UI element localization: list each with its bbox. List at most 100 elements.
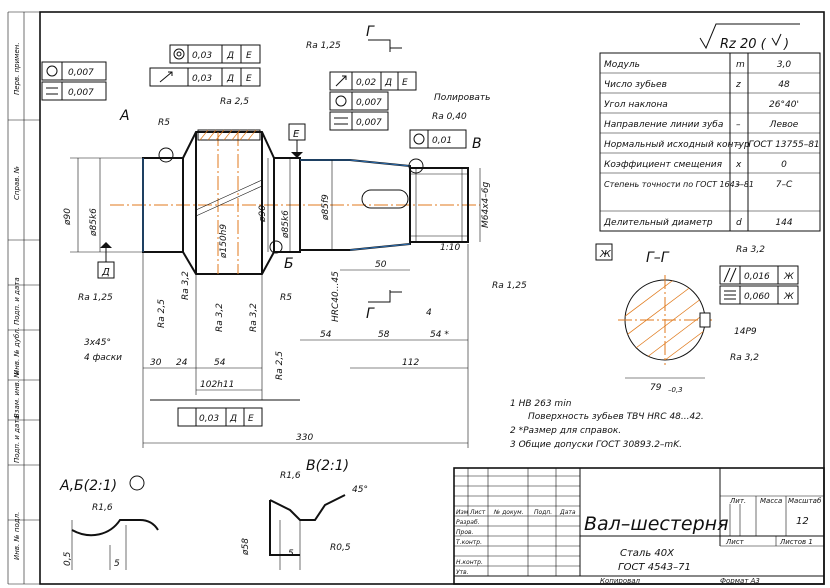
svg-text:5: 5 <box>288 549 294 559</box>
general-roughness: Rz 20 ( ) <box>699 23 800 52</box>
title-block-text: Вал–шестерня Сталь 40Х ГОСТ 4543–71 Лит.… <box>456 497 822 585</box>
svg-text:Ra 1,25: Ra 1,25 <box>492 281 527 291</box>
svg-text:Масштаб: Масштаб <box>788 497 822 505</box>
svg-text:Г: Г <box>366 24 375 40</box>
section-g-g <box>618 275 712 379</box>
param-name: Число зубьев <box>604 80 667 90</box>
svg-text:R5: R5 <box>280 293 292 303</box>
svg-text:Д: Д <box>384 78 392 88</box>
svg-text:4: 4 <box>426 308 432 318</box>
section-markers <box>368 39 402 303</box>
stamp-3: Подп. и дата <box>13 277 21 325</box>
svg-text:Листов 1: Листов 1 <box>779 538 813 546</box>
title-block <box>453 467 825 585</box>
svg-text:2 *Размер для справок.: 2 *Размер для справок. <box>510 426 621 436</box>
svg-text:1 HB 263 min: 1 HB 263 min <box>510 399 572 409</box>
svg-text:Ra 1,25: Ra 1,25 <box>78 293 113 303</box>
svg-text:Изм: Изм <box>456 509 469 516</box>
svg-text:М64х4–6g: М64х4–6g <box>481 182 491 228</box>
svg-text:Ra 2,5: Ra 2,5 <box>275 351 285 380</box>
svg-text:Подп.: Подп. <box>534 509 552 516</box>
svg-text:Rz 20 (: Rz 20 ( <box>720 37 767 52</box>
svg-text:Ж: Ж <box>783 272 794 282</box>
technical-notes: 1 HB 263 min Поверхность зубьев ТВЧ HRC … <box>510 399 704 450</box>
param-symbol: z <box>735 80 741 90</box>
svg-text:54: 54 <box>320 330 332 340</box>
param-symbol: x <box>735 160 742 170</box>
svg-text:0,5: 0,5 <box>63 551 73 566</box>
svg-text:0,03: 0,03 <box>192 74 212 84</box>
svg-text:Поверхность зубьев ТВЧ HRC 48.: Поверхность зубьев ТВЧ HRC 48...42. <box>528 412 704 422</box>
svg-text:Ra 3,2: Ra 3,2 <box>249 303 259 332</box>
svg-text:R1,6: R1,6 <box>280 471 301 481</box>
svg-text:№ докум.: № докум. <box>493 509 524 516</box>
svg-text:4 фаски: 4 фаски <box>84 353 122 363</box>
param-name: Степень точности по ГОСТ 1643–81 <box>604 180 754 189</box>
svg-text:Е: Е <box>402 78 408 88</box>
svg-text:Копировал: Копировал <box>600 577 641 585</box>
svg-text:ø90: ø90 <box>63 208 73 226</box>
detail-view-ab <box>71 475 159 570</box>
svg-text:14P9: 14P9 <box>734 327 757 337</box>
param-value: 26°40' <box>769 100 799 110</box>
stamp-6: Подп. и дата <box>13 415 21 463</box>
svg-text:Полировать: Полировать <box>434 93 490 103</box>
svg-text:Д: Д <box>101 267 110 278</box>
svg-text:24: 24 <box>176 358 188 368</box>
svg-text:Ra 3,2: Ra 3,2 <box>730 353 759 363</box>
svg-text:54: 54 <box>214 358 226 368</box>
svg-text:Ж: Ж <box>599 249 612 260</box>
param-symbol: m <box>736 60 745 70</box>
stamp-2: Справ. № <box>13 166 21 200</box>
svg-text:54 *: 54 * <box>430 330 449 340</box>
param-value: 48 <box>778 80 790 90</box>
svg-text:Ra 2,5: Ra 2,5 <box>220 97 249 107</box>
param-value: ГОСТ 13755–81 <box>748 140 819 150</box>
svg-text:ГОСТ 4543–71: ГОСТ 4543–71 <box>618 562 691 573</box>
stamp-7: Инв. № подл. <box>13 512 21 560</box>
svg-text:Ж: Ж <box>783 292 794 302</box>
svg-text:R1,6: R1,6 <box>92 503 113 513</box>
svg-text:Ra 3,2: Ra 3,2 <box>215 303 225 332</box>
svg-text:R5: R5 <box>158 118 170 128</box>
svg-text:Г: Г <box>366 306 375 322</box>
svg-text:0,01: 0,01 <box>432 136 452 146</box>
param-value: 7–С <box>776 180 793 190</box>
svg-text:Ra 1,25: Ra 1,25 <box>306 41 341 51</box>
param-symbol: d <box>736 218 742 228</box>
svg-text:Е: Е <box>246 74 252 84</box>
svg-text:HRC40...45: HRC40...45 <box>331 271 341 322</box>
svg-text:Ra 2,5: Ra 2,5 <box>157 299 167 328</box>
shaft-main-view <box>110 129 480 275</box>
svg-text:0,03: 0,03 <box>199 414 219 424</box>
svg-text:Д: Д <box>229 414 237 424</box>
svg-text:0,007: 0,007 <box>356 118 382 128</box>
svg-text:Б: Б <box>284 256 294 272</box>
svg-text:Утв.: Утв. <box>456 569 469 576</box>
svg-text:Вал–шестерня: Вал–шестерня <box>584 513 729 535</box>
svg-text:58: 58 <box>378 330 390 340</box>
svg-text:Н.контр.: Н.контр. <box>456 559 483 566</box>
stamp-5: Взам. инв. № <box>13 370 21 418</box>
svg-text:ø85k6: ø85k6 <box>281 210 291 239</box>
svg-text:Ra 0,40: Ra 0,40 <box>432 112 467 122</box>
svg-text:1:10: 1:10 <box>440 243 460 253</box>
param-value: 0 <box>781 160 787 170</box>
svg-text:А,Б(2:1): А,Б(2:1) <box>59 478 117 494</box>
svg-text:Масса: Масса <box>760 497 782 505</box>
annotations: А В Г Г Б Д Е Ж R5 R5 Ra 1,25 Ra 1,25 Ra… <box>59 24 765 569</box>
svg-text:3х45°: 3х45° <box>84 338 111 348</box>
svg-text:Лист: Лист <box>469 509 486 516</box>
tolerance-frames <box>41 44 799 427</box>
param-symbol: – <box>736 120 741 130</box>
svg-text:0,007: 0,007 <box>68 88 94 98</box>
svg-text:12: 12 <box>796 516 809 527</box>
param-name: Коэффициент смещения <box>604 160 723 170</box>
param-symbol: – <box>736 140 741 150</box>
svg-text:Дата: Дата <box>559 509 576 516</box>
param-name: Делительный диаметр <box>603 218 713 228</box>
svg-text:Е: Е <box>248 414 254 424</box>
param-symbol: – <box>736 180 741 190</box>
